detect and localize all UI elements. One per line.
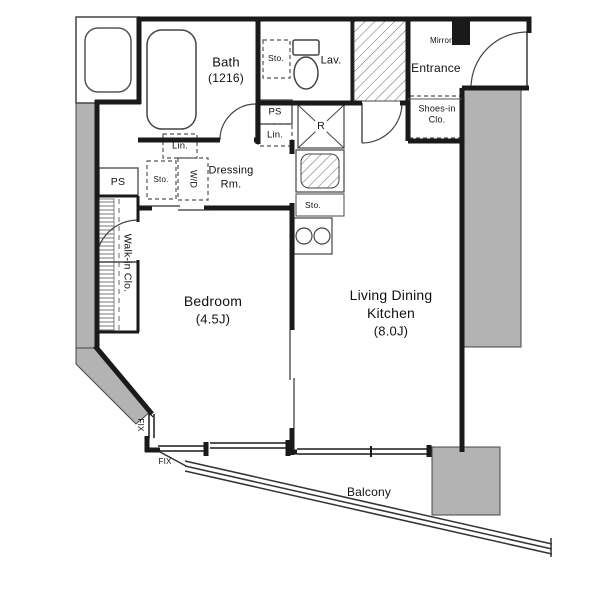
storage-lavatory-label: Sto. <box>266 52 286 63</box>
washer-dryer-label: W/D <box>188 167 199 191</box>
entrance-door-arc <box>470 31 528 89</box>
ldk-label-line2: Kitchen <box>366 305 416 321</box>
structure-left-strip <box>75 101 98 349</box>
mirror-cabinet <box>452 17 470 45</box>
bathtub-icon <box>146 29 197 130</box>
structure-right-strip <box>461 87 522 348</box>
linen-dressing-label: Lin. <box>171 140 189 152</box>
common-area <box>75 16 140 104</box>
walk-in-closet-label: Walk-in Clo. <box>121 233 134 293</box>
dressing-room-label-line2: Rm. <box>220 178 242 191</box>
diagonal-window-line <box>99 351 154 418</box>
structure-left-diagonal <box>75 347 151 425</box>
lavatory-label: Lav. <box>320 54 342 67</box>
bath-door-arc <box>219 103 257 141</box>
stove-icon <box>293 217 333 255</box>
sliding-doors <box>146 205 295 428</box>
washer-dryer-box <box>177 157 209 201</box>
fix-left-label: FIX <box>136 418 145 432</box>
lavatory-storage-box <box>262 39 291 79</box>
pipe-space-hall-label: PS <box>268 106 282 118</box>
structure-fills <box>75 87 522 516</box>
entrance-label: Entrance <box>411 61 461 75</box>
linen-hall-label: Lin. <box>266 129 284 141</box>
ldk-size-label: (8.0J) <box>373 323 409 339</box>
pipe-space-closet-label: PS <box>110 175 126 188</box>
bedroom-size-label: (4.5J) <box>195 311 231 327</box>
structure-balcony-block <box>431 446 501 516</box>
refrigerator-label: R <box>315 119 327 132</box>
mirror-label: Mirror <box>429 36 453 45</box>
dressing-storage-box <box>146 160 177 200</box>
bedroom-label: Bedroom <box>183 293 243 309</box>
hall-door-arc <box>361 102 403 144</box>
windows <box>99 351 429 457</box>
toilet-icon <box>292 39 320 90</box>
common-hall <box>75 16 140 104</box>
balcony-label: Balcony <box>346 485 392 499</box>
shoes-closet-label-line2: Clo. <box>428 114 446 125</box>
walk-in-closet-fittings <box>98 198 120 331</box>
elevator-icon <box>84 27 132 93</box>
kitchen-storage-box <box>295 193 345 217</box>
bath-size-label: (1216) <box>208 71 244 85</box>
storage-kitchen-label: Sto. <box>305 199 321 210</box>
linen-dressing-box <box>162 133 198 159</box>
balcony-railing <box>159 451 553 557</box>
storage-dressing-label: Sto. <box>151 175 171 184</box>
ldk-label-line1: Living Dining <box>349 287 433 303</box>
shoes-closet-label-line1: Shoes-in <box>418 103 456 114</box>
shaft-hatch <box>353 20 407 102</box>
bath-label: Bath <box>212 54 240 70</box>
walls <box>93 16 532 457</box>
sink-icon <box>295 149 345 193</box>
fix-bottom-label: FIX <box>158 457 172 466</box>
dressing-room-label-line1: Dressing <box>208 164 254 177</box>
hanger-hatch <box>98 198 115 331</box>
